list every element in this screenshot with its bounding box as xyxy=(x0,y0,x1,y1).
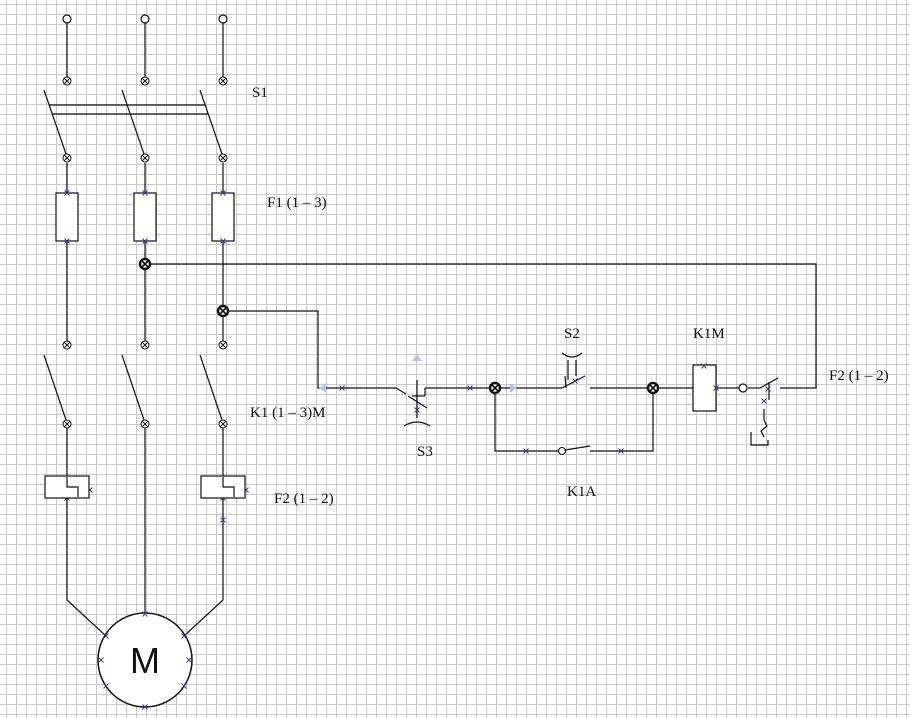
overload-f2-l1 xyxy=(44,475,90,499)
label-f1: F1 (1 – 3) xyxy=(267,195,327,211)
label-k1a: K1A xyxy=(567,484,596,500)
phase-l2 xyxy=(121,23,157,614)
phase-l1 xyxy=(43,23,107,637)
label-s3: S3 xyxy=(417,444,433,460)
label-s2: S2 xyxy=(564,326,580,342)
label-f2-control: F2 (1 – 2) xyxy=(829,368,889,384)
junctions xyxy=(138,257,660,395)
control-return-wire xyxy=(145,263,817,389)
overload-f2-l3 xyxy=(200,475,246,499)
label-k1-main: K1 (1 – 3)M xyxy=(250,405,325,421)
motor-label: M xyxy=(130,640,160,681)
label-f2-main: F2 (1 – 2) xyxy=(274,491,334,507)
s2-start-button[interactable] xyxy=(561,352,583,389)
f2-control-contact xyxy=(738,382,771,446)
k1a-holding-contact xyxy=(494,393,654,456)
label-s1: S1 xyxy=(252,85,268,101)
supply-terminals xyxy=(62,14,228,24)
k1m-coil xyxy=(692,363,719,412)
phase-l3 xyxy=(183,23,235,637)
s3-stop-button[interactable] xyxy=(319,354,517,427)
label-k1m: K1M xyxy=(693,326,725,342)
s1-linkage xyxy=(49,104,208,115)
motor: M xyxy=(97,611,193,710)
